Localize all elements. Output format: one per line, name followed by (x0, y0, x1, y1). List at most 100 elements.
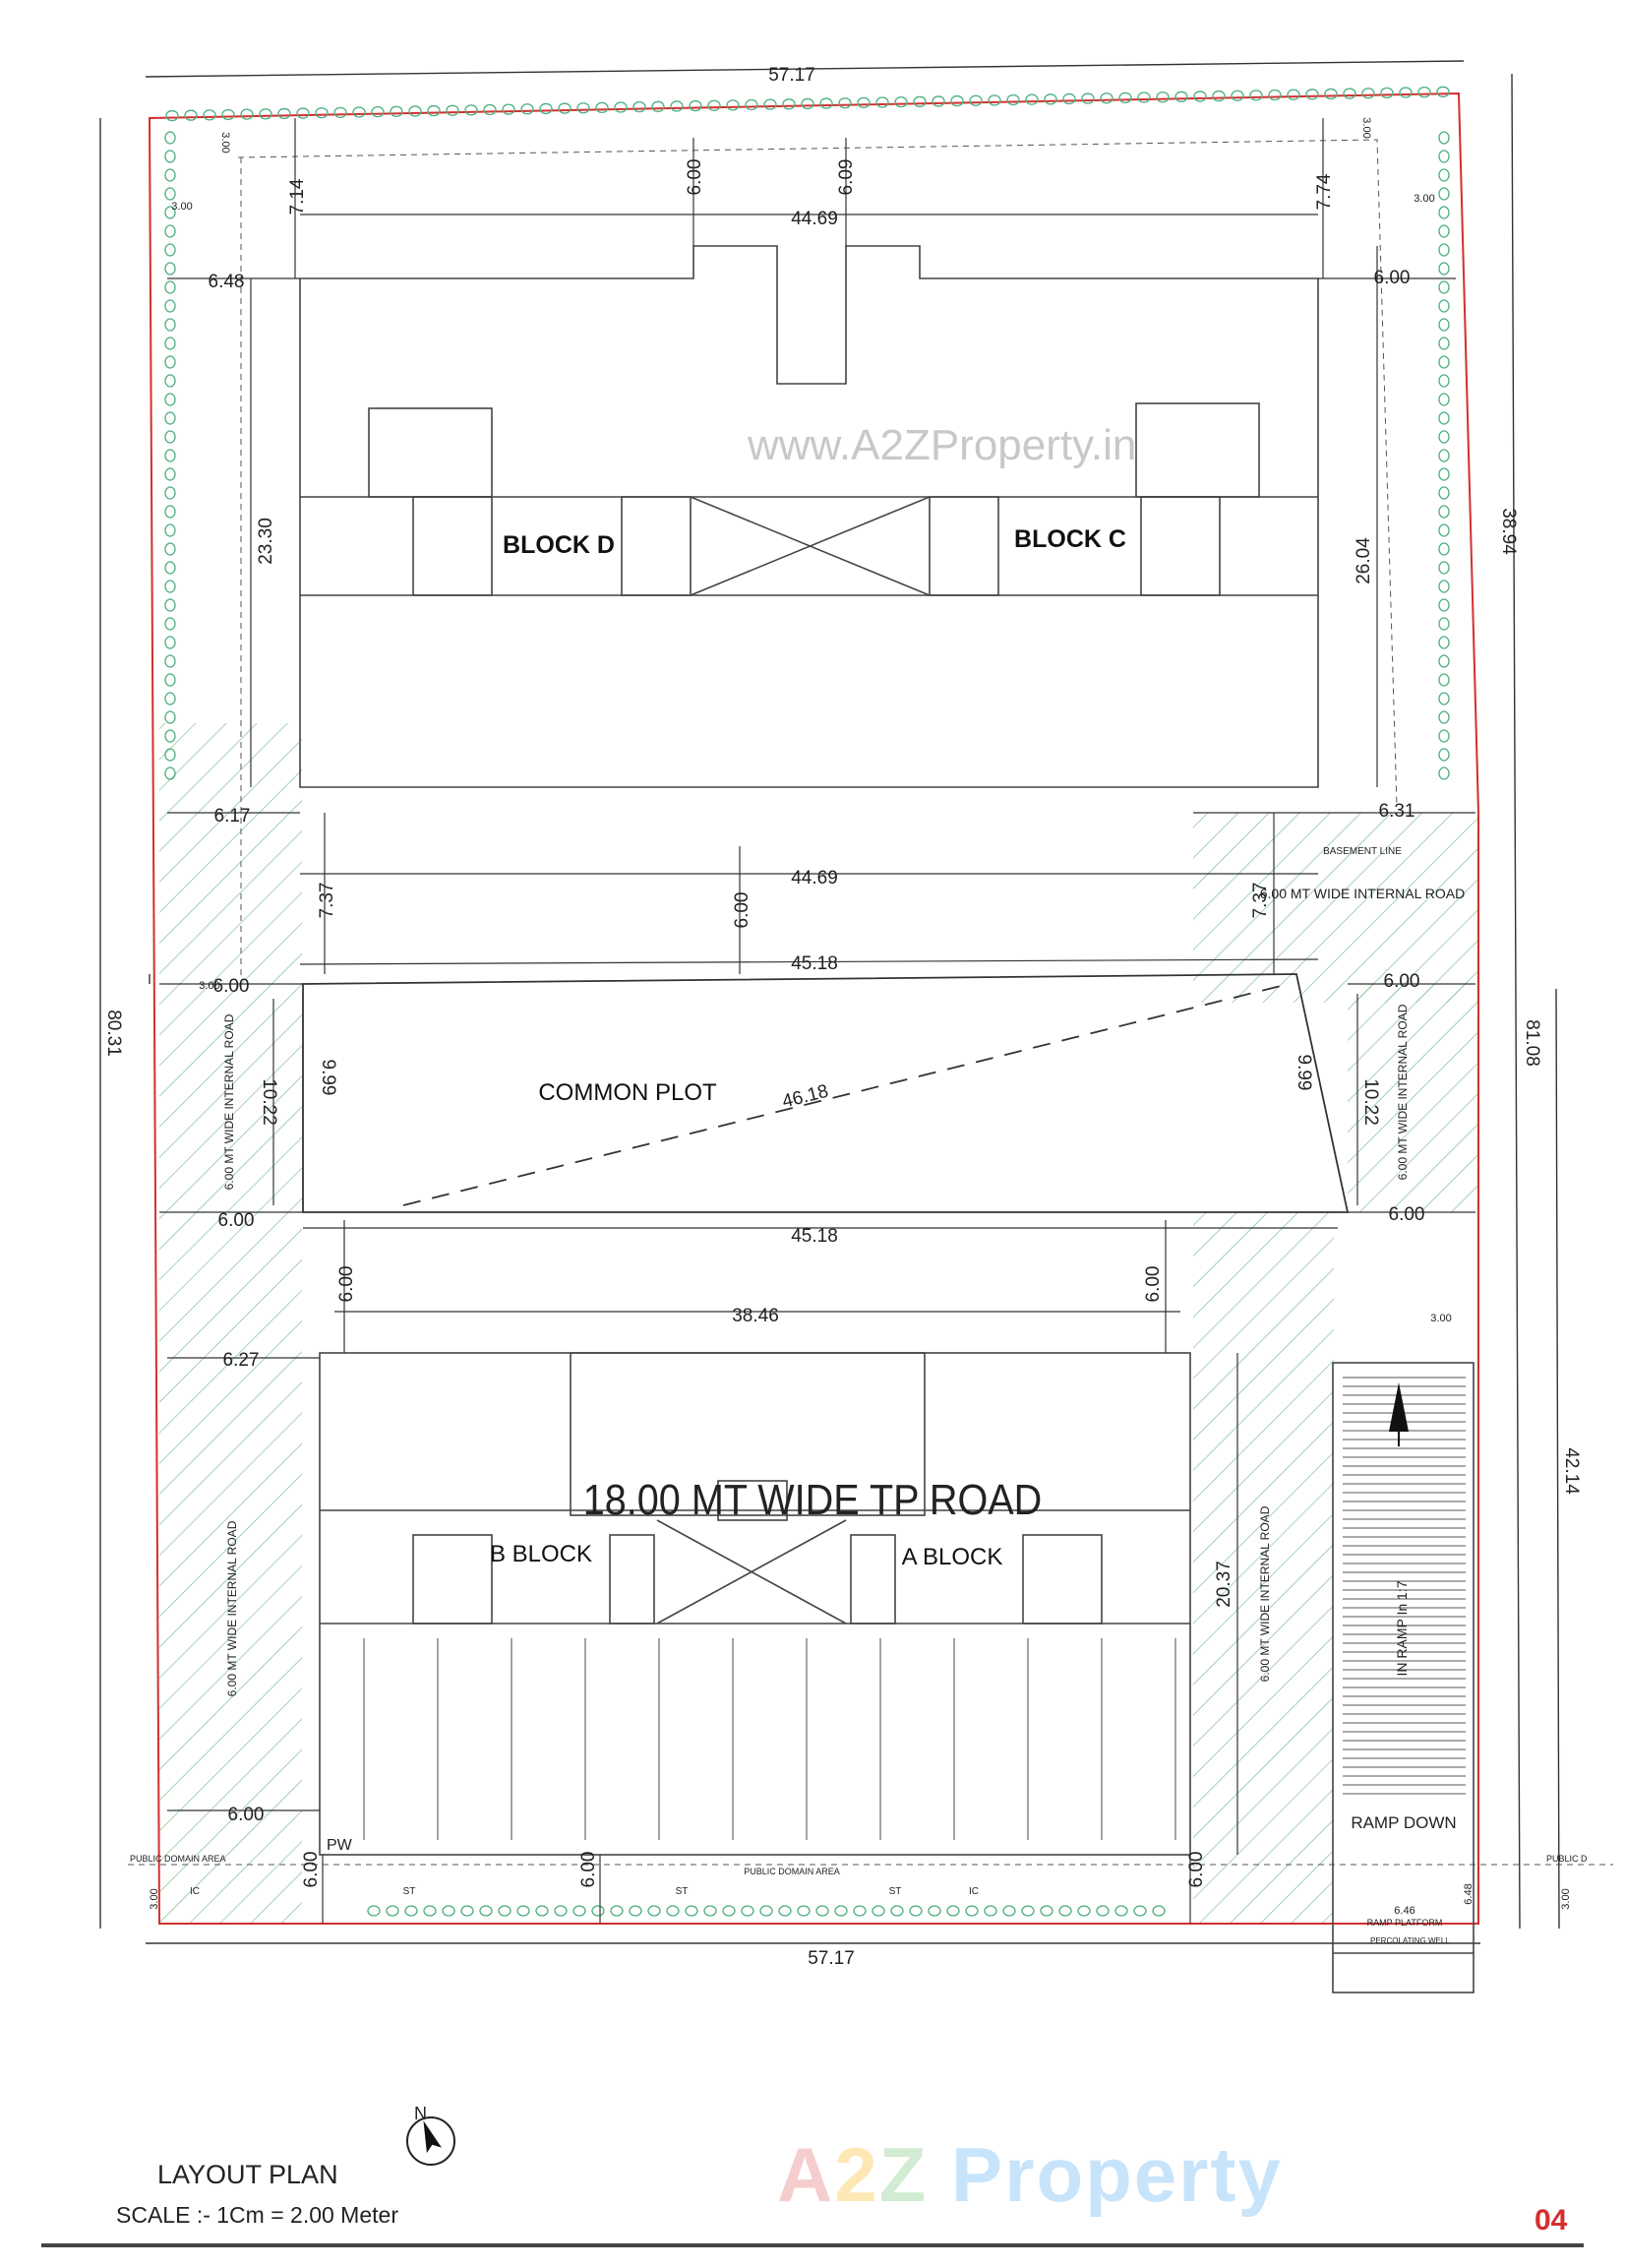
plan-scale: SCALE :- 1Cm = 2.00 Meter (116, 2202, 398, 2228)
tree-icon (164, 430, 176, 444)
dim-text-front-center: 6.00 (578, 1852, 599, 1888)
tree-icon (1438, 243, 1450, 257)
tree-icon (164, 580, 176, 593)
tree-icon (539, 102, 553, 115)
tree-icon (184, 109, 198, 121)
parking-bays (363, 1638, 1176, 1840)
tree-icon (164, 206, 176, 219)
logo-part-4: Property (928, 2131, 1283, 2218)
tree-icon (164, 374, 176, 388)
tree-icon (1062, 92, 1076, 105)
dim-text-road-right-bottom: 6.00 (1389, 1204, 1425, 1225)
tree-icon (483, 103, 497, 116)
dim-text-ab-gap-right: 6.00 (1143, 1266, 1164, 1303)
dim-text-margin-right-mid: 6.31 (1379, 801, 1415, 822)
dim-text-setback-ramp: 3.00 (1430, 1313, 1451, 1324)
block-d-balcony (368, 407, 493, 498)
tree-icon (576, 102, 590, 114)
dim-text-ramp-side: 6.48 (1463, 1883, 1475, 1904)
tree-icon (520, 103, 534, 115)
dim-text-margin-top-right: 7.74 (1314, 173, 1335, 210)
right-top-road-hatch (1193, 813, 1478, 1003)
tree-icon (164, 393, 176, 406)
tree-icon (984, 1905, 997, 1917)
tree-icon (203, 109, 216, 121)
dim-text-setback-bl: 3.00 (199, 980, 219, 992)
st-label-2: ST (676, 1886, 689, 1897)
tree-icon (1438, 224, 1450, 238)
tree-border (164, 86, 1450, 1917)
tree-icon (651, 100, 665, 112)
dim-text-depth-c: 26.04 (1354, 537, 1374, 584)
tree-icon (333, 106, 347, 119)
public-domain-area-right-label: PUBLIC D (1546, 1854, 1588, 1864)
plot-boundary (148, 92, 1479, 1925)
tree-icon (632, 100, 646, 113)
tree-icon (479, 1905, 493, 1917)
dim-line-top (145, 60, 1465, 78)
percolating-well-label: PERCOLATING WELL (1370, 1936, 1450, 1945)
basement-line-top (237, 139, 1398, 808)
dim-text-common-bottom: 45.18 (791, 1226, 838, 1247)
tree-icon (1438, 318, 1450, 332)
tree-icon (1438, 729, 1450, 743)
tree-icon (352, 106, 366, 118)
tree-icon (1077, 1905, 1091, 1917)
tree-icon (442, 1905, 455, 1917)
logo-part-1: A (777, 2131, 835, 2218)
block-a-lift (850, 1534, 896, 1624)
ab-center-box (717, 1480, 788, 1521)
tree-icon (164, 318, 176, 332)
dim-text-setback-top-left: 3.00 (171, 201, 192, 213)
tree-icon (1438, 280, 1450, 294)
logo-part-2: 2 (834, 2131, 879, 2218)
tree-icon (819, 97, 833, 109)
tree-icon (446, 104, 459, 116)
tree-icon (1044, 93, 1057, 105)
tree-icon (371, 105, 385, 118)
in-ramp-label: IN RAMP In 1:7 (1394, 1580, 1410, 1676)
ab-core-cross-2 (656, 1519, 847, 1624)
tree-icon (722, 1905, 736, 1917)
tree-icon (670, 100, 684, 112)
tree-icon (164, 486, 176, 500)
tree-icon (296, 107, 310, 119)
tree-icon (516, 1905, 530, 1917)
tree-icon (554, 1905, 568, 1917)
tree-icon (853, 1905, 867, 1917)
tree-icon (1287, 89, 1300, 100)
dim-text-right-upper: 38.94 (1498, 508, 1519, 555)
tree-icon (1156, 92, 1170, 103)
ic-label-1: IC (190, 1886, 200, 1897)
internal-road-right-upper-label: 6.00 MT WIDE INTERNAL ROAD (1396, 1004, 1410, 1180)
tree-icon (164, 636, 176, 649)
tree-icon (164, 449, 176, 462)
tree-icon (1438, 299, 1450, 313)
tree-icon (1152, 1905, 1166, 1917)
dim-text-margin-right-upper: 6.00 (1374, 268, 1411, 288)
dim-text-cd-bottom: 44.69 (791, 868, 838, 889)
block-c-stair (1140, 496, 1221, 596)
tree-icon (1133, 1905, 1147, 1917)
tree-icon (404, 1905, 418, 1917)
tree-icon (164, 150, 176, 163)
internal-road-hatch (159, 723, 1478, 1924)
setback-lines (128, 139, 1613, 1866)
dim-text-right-lower: 42.14 (1561, 1447, 1582, 1495)
page-number: 04 (1535, 2204, 1568, 2237)
tree-icon (1436, 86, 1450, 97)
tree-icon (1438, 337, 1450, 350)
st-label-1: ST (403, 1886, 416, 1897)
tree-icon (1438, 486, 1450, 500)
tree-icon (1438, 692, 1450, 705)
tree-icon (838, 97, 852, 109)
tree-icon (1438, 598, 1450, 612)
tree-icon (928, 1905, 941, 1917)
ramp-outline (1332, 1362, 1475, 1993)
tree-icon (909, 1905, 923, 1917)
tree-icon (1438, 561, 1450, 575)
block-labels: BLOCK D BLOCK C B BLOCK A BLOCK COMMON P… (490, 525, 1126, 1570)
tree-icon (1438, 580, 1450, 593)
tree-icon (1118, 92, 1132, 104)
